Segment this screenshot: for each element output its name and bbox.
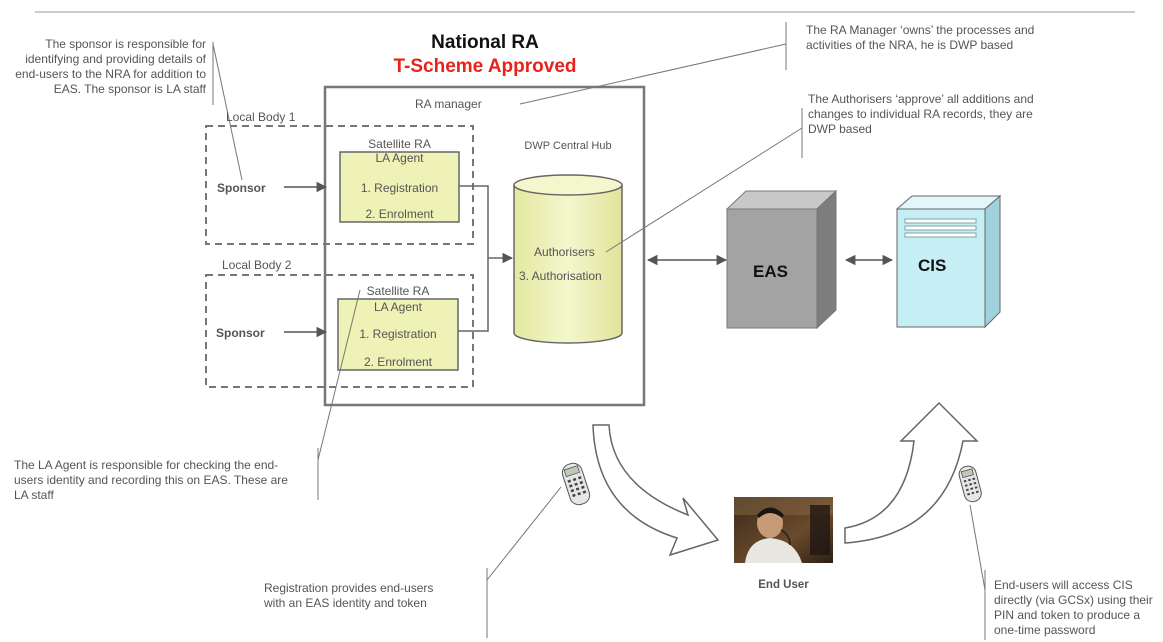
leader-ra-manager <box>519 43 787 105</box>
end-user-photo <box>734 497 833 563</box>
enrolment-2-label: 2. Enrolment <box>363 355 433 369</box>
hub-cylinder <box>513 174 623 344</box>
registration-1-label: 1. Registration <box>360 181 439 195</box>
eas-label: EAS <box>753 262 788 281</box>
token-left-icon <box>561 462 591 506</box>
end-users-annotation: End-users will access CIS directly (via … <box>994 578 1153 637</box>
authorisation-label: 3. Authorisation <box>519 269 602 283</box>
title-national-ra: National RA <box>431 32 539 53</box>
sponsor-1-label: Sponsor <box>217 181 266 195</box>
curved-arrow-to-end-user <box>592 424 720 557</box>
registration-annotation: Registration provides end-users with an … <box>264 581 434 610</box>
local-body-1-label: Local Body 1 <box>226 110 296 124</box>
local-body-1-box <box>205 125 474 245</box>
curved-arrow-to-cis <box>844 401 979 544</box>
title-t-scheme-approved: T-Scheme Approved <box>393 56 577 77</box>
leader-authorisers <box>605 127 803 253</box>
sponsor-2-label: Sponsor <box>216 326 265 340</box>
connector-reg1-hub <box>459 185 489 258</box>
la-agent-1-box <box>339 151 460 223</box>
enrolment-1-label: 2. Enrolment <box>365 207 434 221</box>
eas-server-icon <box>725 189 838 330</box>
la-agent-1-label: LA Agent <box>375 151 424 165</box>
leader-la-agent <box>317 289 361 461</box>
la-agent-2-label: LA Agent <box>373 300 423 314</box>
hub-title-label: DWP Central Hub <box>524 140 612 152</box>
connector-reg2-hub <box>458 252 514 332</box>
national-ra-box <box>323 85 646 407</box>
registration-2-label: 1. Registration <box>359 327 437 341</box>
token-right-icon <box>958 465 982 503</box>
authorisers-annotation: The Authorisers ‘approve’ all additions … <box>808 92 1034 136</box>
local-body-2-label: Local Body 2 <box>222 258 292 272</box>
leader-sponsor <box>212 43 243 181</box>
satellite-ra-2-label: Satellite RA <box>366 284 430 298</box>
la-agent-annotation: The LA Agent is responsible for checking… <box>14 458 288 502</box>
authorisers-label: Authorisers <box>534 245 595 259</box>
cis-label: CIS <box>918 256 947 275</box>
local-body-2-box <box>205 274 474 388</box>
la-agent-2-box <box>337 298 459 371</box>
leader-end-users <box>969 504 986 591</box>
ra-manager-label: RA manager <box>415 97 482 111</box>
leader-registration <box>486 486 562 581</box>
end-user-label: End User <box>758 579 809 591</box>
satellite-ra-1-label: Satellite RA <box>368 137 431 151</box>
ra-manager-annotation: The RA Manager ‘owns’ the processes and … <box>806 23 1035 52</box>
cis-server-icon <box>895 194 1002 329</box>
sponsor-annotation: The sponsor is responsible for identifyi… <box>15 37 206 96</box>
